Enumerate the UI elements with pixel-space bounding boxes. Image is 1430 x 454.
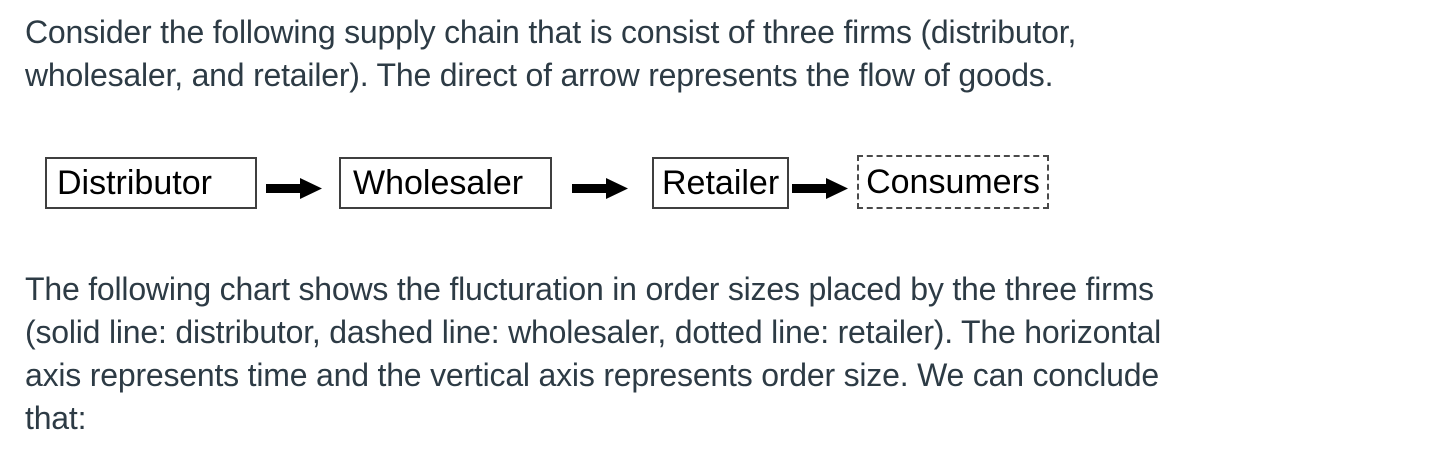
diagram-node-distributor: Distributor (45, 157, 257, 209)
diagram-node-retailer: Retailer (652, 157, 789, 209)
diagram-node-label: Distributor (57, 163, 212, 202)
diagram-node-label: Wholesaler (353, 163, 524, 202)
diagram-node-consumers: Consumers (857, 155, 1049, 209)
text-line: that: (25, 400, 87, 436)
text-line: axis represents time and the vertical ax… (25, 357, 1159, 393)
question-intro-text: Consider the following supply chain that… (25, 11, 1076, 97)
text-line: wholesaler, and retailer). The direct of… (25, 57, 1054, 93)
question-body-text: The following chart shows the flucturati… (25, 268, 1161, 440)
diagram-node-label: Consumers (866, 162, 1040, 201)
text-line: The following chart shows the flucturati… (25, 271, 1154, 307)
text-line: (solid line: distributor, dashed line: w… (25, 314, 1162, 350)
diagram-node-label: Retailer (662, 163, 780, 202)
supply-chain-diagram: Distributor Wholesaler Retailer Consumer… (45, 155, 1049, 209)
right-arrow-icon (266, 177, 322, 200)
right-arrow-icon (572, 177, 628, 200)
right-arrow-icon (792, 177, 848, 200)
diagram-node-wholesaler: Wholesaler (339, 157, 552, 209)
text-line: Consider the following supply chain that… (25, 14, 1077, 50)
